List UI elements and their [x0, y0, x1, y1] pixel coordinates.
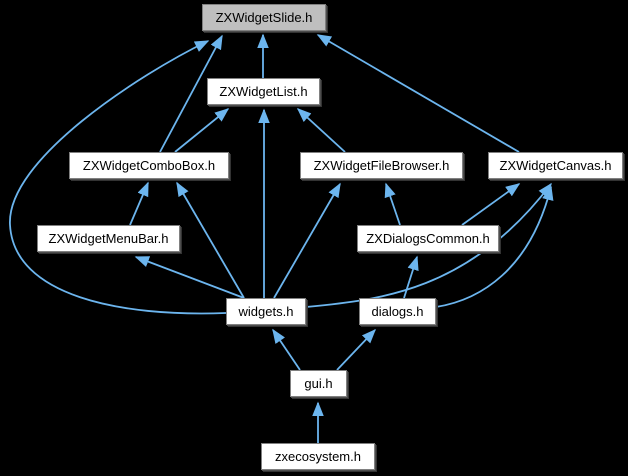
- edge-gui-to-widgets: [272, 328, 301, 371]
- graph-node-label: dialogs.h: [371, 304, 424, 319]
- edge-combobox-to-slide: [159, 34, 223, 153]
- graph-node-label: ZXWidgetFileBrowser.h: [313, 158, 450, 173]
- graph-node-menubar[interactable]: ZXWidgetMenuBar.h: [37, 225, 180, 252]
- edge-dialogscommon-to-filebrowser: [384, 182, 401, 226]
- edge-dialogscommon-to-canvas: [461, 183, 521, 226]
- graph-node-combobox[interactable]: ZXWidgetComboBox.h: [69, 152, 229, 179]
- edge-widgets-to-canvas: [305, 182, 552, 308]
- graph-node-label: ZXWidgetMenuBar.h: [48, 231, 169, 246]
- edge-menubar-to-combobox: [129, 181, 149, 226]
- edge-canvas-to-slide: [316, 34, 520, 153]
- edge-dialogs-to-dialogscommon: [403, 255, 419, 299]
- edge-widgets-to-slide: [9, 40, 227, 315]
- edges-group: [9, 33, 554, 443]
- graph-node-label: ZXWidgetList.h: [219, 84, 308, 99]
- graph-node-label: ZXWidgetSlide.h: [215, 10, 313, 25]
- graph-node-label: gui.h: [304, 376, 333, 391]
- graph-node-widgets[interactable]: widgets.h: [226, 298, 306, 325]
- graph-node-filebrowser[interactable]: ZXWidgetFileBrowser.h: [300, 152, 463, 179]
- graph-node-dialogs[interactable]: dialogs.h: [359, 298, 436, 325]
- edge-combobox-to-list: [174, 108, 230, 153]
- edge-filebrowser-to-list: [296, 108, 346, 153]
- edge-widgets-to-filebrowser: [273, 182, 341, 299]
- graph-node-canvas[interactable]: ZXWidgetCanvas.h: [488, 152, 623, 179]
- edge-widgets-to-combobox: [176, 181, 245, 299]
- graph-node-label: ZXDialogsCommon.h: [366, 231, 490, 246]
- edge-widgets-to-menubar: [134, 256, 245, 299]
- edge-dialogs-to-canvas: [435, 185, 554, 308]
- graph-node-dialogscommon[interactable]: ZXDialogsCommon.h: [357, 225, 499, 252]
- edge-gui-to-dialogs: [336, 328, 376, 371]
- graph-node-label: ZXWidgetCanvas.h: [499, 158, 612, 173]
- graph-node-label: widgets.h: [238, 304, 294, 319]
- graph-node-zxecosystem[interactable]: zxecosystem.h: [261, 443, 375, 470]
- graph-node-gui[interactable]: gui.h: [290, 370, 347, 397]
- graph-node-label: ZXWidgetComboBox.h: [82, 158, 216, 173]
- graph-node-label: zxecosystem.h: [275, 449, 361, 464]
- graph-node-list[interactable]: ZXWidgetList.h: [207, 78, 320, 105]
- graph-node-slide[interactable]: ZXWidgetSlide.h: [202, 4, 326, 31]
